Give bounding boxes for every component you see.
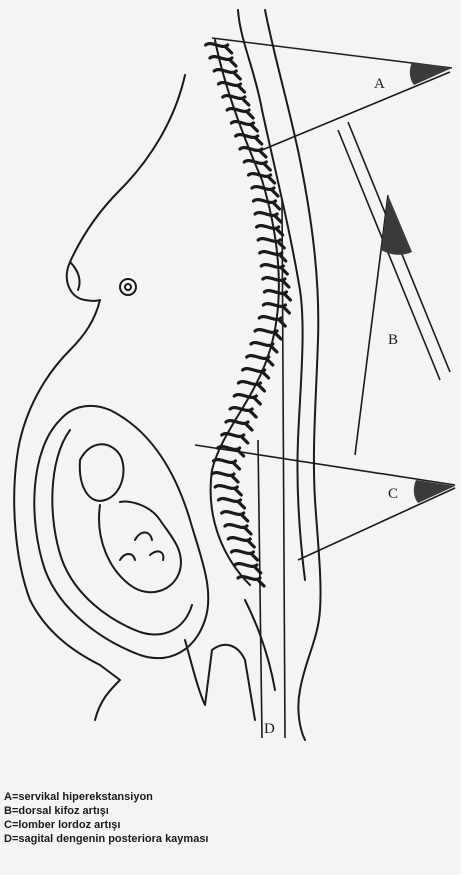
legend: A=servikal hiperekstansiyon B=dorsal kif… xyxy=(4,790,459,846)
vertebra xyxy=(227,109,253,118)
vertebra xyxy=(251,343,277,352)
vertebra xyxy=(257,226,283,235)
vertebra xyxy=(219,499,245,508)
vertebra xyxy=(247,356,273,365)
breast-outline xyxy=(70,262,80,290)
vertebra xyxy=(261,265,287,274)
vertebra xyxy=(210,57,236,66)
vertebra xyxy=(254,200,280,209)
vertebra xyxy=(232,551,258,560)
vertebra xyxy=(228,538,254,547)
body-back-outline xyxy=(265,10,321,740)
fetus-body xyxy=(99,502,181,593)
vertebra xyxy=(238,382,264,391)
vertebra xyxy=(231,122,257,131)
vertebra xyxy=(263,278,289,287)
vertebra xyxy=(215,486,241,495)
vertebra xyxy=(258,239,284,248)
angle-a-lower-line xyxy=(262,72,450,150)
fetus-head xyxy=(80,444,124,501)
vertebra xyxy=(255,213,281,222)
angle-c-lower-line xyxy=(298,488,455,560)
plumb-line-d xyxy=(258,440,262,738)
vertebra xyxy=(222,512,248,521)
nipple-inner xyxy=(125,284,131,290)
body-front-outline xyxy=(14,75,185,720)
label-d: D xyxy=(264,721,275,737)
vertebra xyxy=(212,473,238,482)
legend-item-a: A=servikal hiperekstansiyon xyxy=(4,790,459,804)
angle-b-wedge xyxy=(381,195,412,255)
nipple xyxy=(120,279,136,295)
vertebra xyxy=(214,70,240,79)
vertebra xyxy=(236,135,262,144)
vertebra xyxy=(264,291,290,300)
vertebra xyxy=(223,96,249,105)
vertebra xyxy=(243,369,269,378)
vertebra xyxy=(263,304,289,313)
back-inner-outline xyxy=(238,10,305,580)
label-b: B xyxy=(388,332,398,348)
vertebra xyxy=(219,83,245,92)
spine-axis xyxy=(211,40,279,585)
pregnancy-spine-diagram: A B C D xyxy=(0,0,461,775)
fetus-limbs xyxy=(120,533,163,561)
vertebra xyxy=(255,330,281,339)
vertebra xyxy=(206,44,232,53)
vertebra xyxy=(230,408,256,417)
vertebra xyxy=(225,525,251,534)
legend-item-b: B=dorsal kifoz artışı xyxy=(4,804,459,818)
label-c: C xyxy=(388,486,398,502)
legend-item-d: D=sagital dengenin posteriora kayması xyxy=(4,832,459,846)
vertebra xyxy=(259,317,285,326)
uterus-outline xyxy=(34,406,208,658)
label-a: A xyxy=(374,76,385,92)
vertebra xyxy=(213,460,239,469)
legend-item-c: C=lomber lordoz artışı xyxy=(4,818,459,832)
